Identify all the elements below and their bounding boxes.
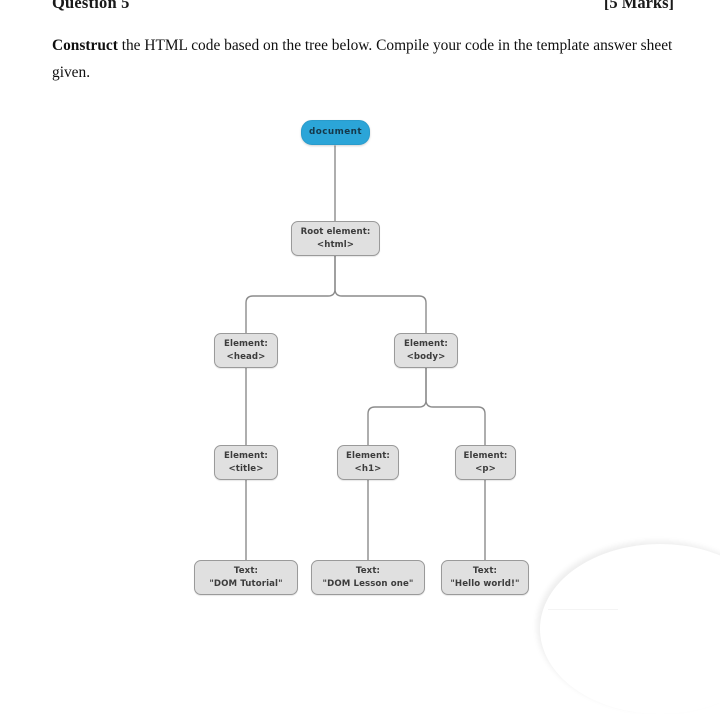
tree-node-html-line1: Root element:	[300, 227, 371, 237]
tree-node-text-h1-line2: "DOM Lesson one"	[322, 578, 414, 589]
tree-node-text-p[interactable]: Text: "Hello world!"	[441, 560, 529, 595]
tree-node-h1-line2: <h1>	[354, 463, 382, 474]
edge-body-h1	[367, 367, 427, 446]
tree-node-title-line1: Element:	[224, 451, 268, 461]
edge-body-p	[425, 367, 486, 446]
tree-node-text-p-line2: "Hello world!"	[450, 578, 520, 589]
tree-node-head-line2: <head>	[226, 351, 266, 362]
tree-node-text-h1[interactable]: Text: "DOM Lesson one"	[311, 560, 425, 595]
tree-node-text-title-line2: "DOM Tutorial"	[209, 578, 283, 589]
tree-node-body[interactable]: Element: <body>	[394, 333, 458, 368]
instruction-body: the HTML code based on the tree below. C…	[52, 37, 673, 82]
edge-html-body	[334, 255, 427, 334]
tree-connectors	[245, 145, 486, 561]
tree-node-title[interactable]: Element: <title>	[214, 445, 278, 480]
question-header: Question 5 [5 Marks]	[0, 0, 720, 13]
tree-node-html-line2: <html>	[316, 239, 355, 250]
tree-node-html[interactable]: Root element: <html>	[291, 221, 380, 256]
tree-node-head[interactable]: Element: <head>	[214, 333, 278, 368]
tree-node-body-line2: <body>	[406, 351, 446, 362]
tree-node-head-line1: Element:	[224, 339, 268, 349]
tree-node-p-line1: Element:	[463, 451, 508, 461]
tree-node-h1[interactable]: Element: <h1>	[337, 445, 399, 480]
tree-node-p[interactable]: Element: <p>	[455, 445, 516, 480]
tree-node-title-line2: <title>	[228, 463, 264, 474]
tree-node-p-line2: <p>	[475, 463, 496, 474]
tree-node-document[interactable]: document	[301, 120, 370, 145]
tree-node-h1-line1: Element:	[346, 451, 390, 461]
dom-tree-diagram: document Root element: <html> Element: <…	[194, 120, 529, 595]
question-marks: [5 Marks]	[603, 0, 674, 12]
instruction-keyword: Construct	[52, 37, 118, 55]
edge-html-head	[245, 255, 336, 334]
tree-node-text-p-line1: Text:	[472, 566, 498, 576]
tree-node-document-line1: document	[308, 127, 363, 138]
tree-node-body-line1: Element:	[404, 339, 448, 349]
tree-node-text-title[interactable]: Text: "DOM Tutorial"	[194, 560, 298, 595]
tree-node-text-title-line1: Text:	[233, 566, 259, 576]
question-number: Question 5	[52, 0, 130, 12]
instruction-text: Construct the HTML code based on the tre…	[52, 32, 680, 86]
tree-node-text-h1-line1: Text:	[355, 566, 381, 576]
